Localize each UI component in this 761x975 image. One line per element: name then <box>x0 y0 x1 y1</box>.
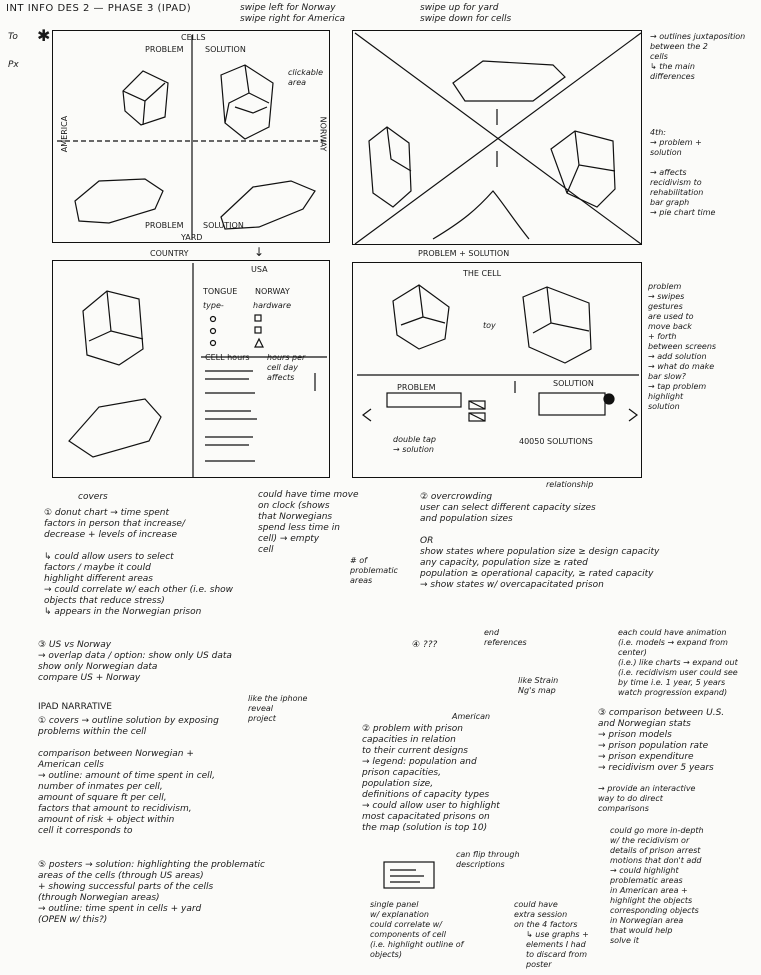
solution-panel-label: SOLUTION <box>553 379 594 388</box>
american-label: American <box>452 712 491 721</box>
usa-label: USA <box>251 265 268 274</box>
iphone-note: like the iphone reveal project <box>248 694 308 723</box>
note-problematic-areas: # of problematic areas <box>350 556 398 585</box>
arrow-down-icon: ↓ <box>254 245 265 259</box>
note-us-vs-norway: ③ US vs Norway → overlap data / option: … <box>38 640 232 683</box>
outline-note: → outlines juxtaposition between the 2 c… <box>650 32 746 81</box>
px-label: Px <box>8 60 19 70</box>
america-label: AMERICA <box>60 115 70 153</box>
country-label: COUNTRY <box>150 249 189 258</box>
frame-cells-yard: CELLS PROBLEM SOLUTION AMERICA NORWAY PR… <box>52 30 330 243</box>
problem-solution-caption: PROBLEM + SOLUTION <box>418 249 510 258</box>
toy-label: toy <box>483 321 496 330</box>
graphs-note: ↳ use graphs + elements I had to discard… <box>526 930 589 969</box>
frame3-sketch <box>68 263 327 477</box>
hours-side-note: hours per cell day affects <box>267 353 306 382</box>
deeper-note: could go more in-depth w/ the recidivism… <box>610 826 704 945</box>
relationship-note: relationship <box>546 480 594 489</box>
extra-session-note: could have extra session on the 4 factor… <box>514 900 578 929</box>
frame2-sketch <box>354 32 642 245</box>
problem-label-bottom: PROBLEM <box>145 221 184 230</box>
clickable-area-note: clickable area <box>288 68 323 87</box>
note-four: ④ ??? <box>412 640 438 650</box>
problem-panel-label: PROBLEM <box>397 383 436 392</box>
narrative-posters: ⑤ posters → solution: highlighting the p… <box>38 860 265 925</box>
affects-note: 4th: → problem + solution → affects reci… <box>650 128 716 217</box>
single-panel-sketch <box>383 861 435 889</box>
star-icon: ✱ <box>37 26 51 45</box>
frame-country: USA TONGUE NORWAY type- hardware CELL ho… <box>52 260 330 478</box>
narrative-covers: ① covers → outline solution by exposing … <box>38 716 219 836</box>
frame-problem-solution <box>352 30 642 245</box>
problem-label-top: PROBLEM <box>145 45 184 54</box>
legend-header-right: NORWAY <box>255 287 290 296</box>
covers-label: covers <box>78 492 108 502</box>
swipe-up-down-note: swipe up for yard swipe down for cells <box>420 3 512 24</box>
legend-type: type- <box>203 301 224 310</box>
to-label: To <box>8 32 18 42</box>
solution-label-top: SOLUTION <box>205 45 246 54</box>
cells-label: CELLS <box>181 33 206 42</box>
note-donut-chart: ① donut chart → time spent factors in pe… <box>44 508 234 617</box>
single-panel-note: single panel w/ explanation could correl… <box>370 900 464 959</box>
flip-note: can flip through descriptions <box>456 850 520 869</box>
note-time-move: could have time move on clock (shows tha… <box>258 490 359 555</box>
double-tap-note: double tap → solution <box>393 435 436 454</box>
provide-note: → provide an interactive way to do direc… <box>598 784 696 813</box>
yard-label: YARD <box>181 233 203 242</box>
swipe-left-right-note: swipe left for Norway swipe right for Am… <box>240 3 346 24</box>
narrative-capacities: ② problem with prison capacities in rela… <box>362 724 500 833</box>
end-references-note: end references <box>484 628 527 647</box>
frame1-sketch <box>57 35 327 240</box>
legend-header-left: TONGUE <box>203 287 238 296</box>
legend-hardware: hardware <box>253 301 291 310</box>
animation-note: each could have animation (i.e. models →… <box>618 628 738 697</box>
note-overcrowding: ② overcrowding user can select different… <box>420 492 660 590</box>
page-title: INT INFO DES 2 — PHASE 3 (IPAD) <box>6 3 192 14</box>
solution-label-bottom: SOLUTION <box>203 221 244 230</box>
frame-the-cell: THE CELL toy PROBLEM SOLUTION double tap… <box>352 262 642 478</box>
solutions-count: 40050 SOLUTIONS <box>519 437 593 446</box>
swipe-gestures-note: problem → swipes gestures are used to mo… <box>648 282 717 411</box>
like-strain-note: like Strain Ng's map <box>518 676 559 695</box>
the-cell-title: THE CELL <box>463 269 502 278</box>
ipad-narrative-heading: IPAD NARRATIVE <box>38 702 112 712</box>
norway-label: NORWAY <box>318 116 328 152</box>
frame4-sketch <box>357 284 639 422</box>
narrative-comparison: ③ comparison between U.S. and Norwegian … <box>598 708 725 773</box>
cell-hours-label: CELL hours <box>205 353 250 362</box>
